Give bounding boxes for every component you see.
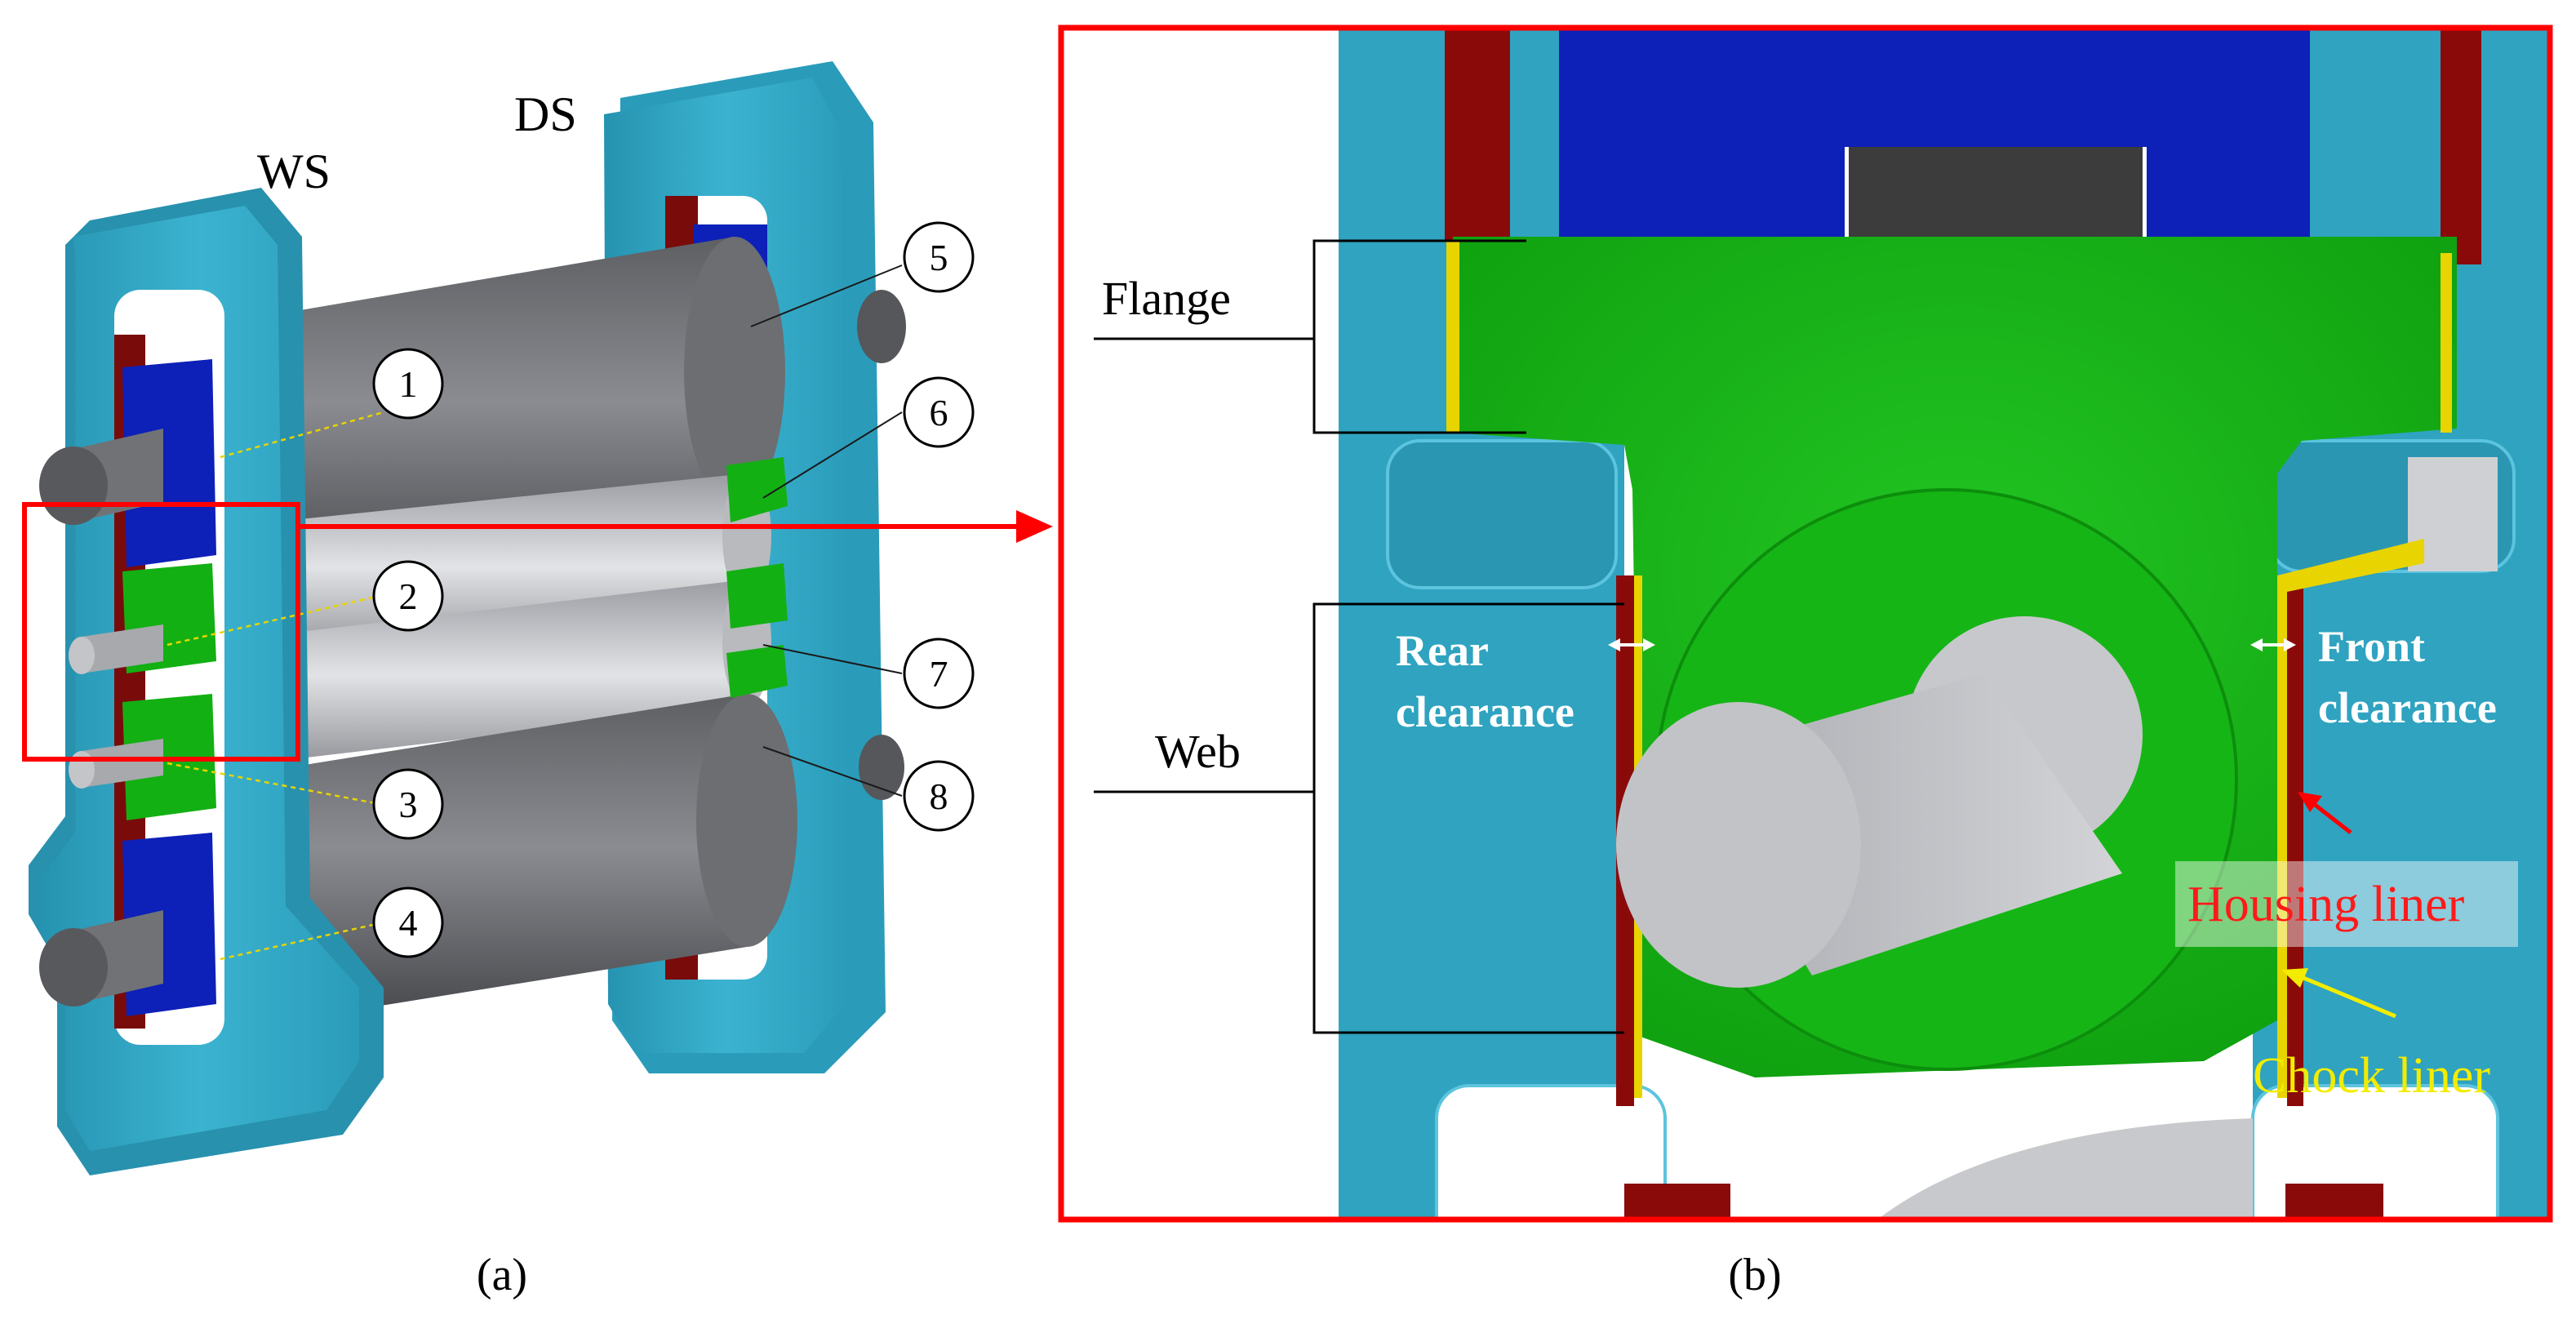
chock-liner-label: Chock liner xyxy=(2253,1048,2490,1104)
callout-5: 5 xyxy=(930,237,948,278)
roll-necks xyxy=(39,429,163,1006)
zoom-arrow xyxy=(298,510,1053,543)
callout-7: 7 xyxy=(930,653,948,695)
callout-4: 4 xyxy=(399,902,418,944)
callout-6: 6 xyxy=(930,392,948,433)
leader-lines xyxy=(167,411,384,961)
zoom-highlight-box xyxy=(22,502,300,762)
caption-a: (a) xyxy=(477,1250,527,1300)
callout-6-circle xyxy=(903,376,975,448)
front-clearance-label-line2: clearance xyxy=(2318,683,2497,732)
callouts: 1 2 3 4 5 6 7 8 xyxy=(372,221,975,958)
flange-bracket xyxy=(1094,239,1526,434)
housing-liner-label: Housing liner xyxy=(2187,877,2465,932)
flange-liners xyxy=(1446,241,2452,433)
callout-3-circle xyxy=(372,768,444,840)
chock-liner-arrow xyxy=(2281,968,2396,1019)
web-bracket xyxy=(1094,602,1624,1034)
upper-bearing-block xyxy=(1559,28,2310,253)
callout-5-circle xyxy=(903,221,975,293)
callout-3: 3 xyxy=(399,784,418,825)
housing-liner-label-bg xyxy=(2175,861,2518,947)
front-clearance-arrow xyxy=(2250,638,2296,651)
rear-clearance-label-line2: clearance xyxy=(1396,687,1574,736)
rear-clearance-label-line1: Rear xyxy=(1396,626,1489,675)
callout-4-circle xyxy=(372,886,444,958)
callout-8: 8 xyxy=(930,775,948,817)
web-label: Web xyxy=(1155,725,1241,778)
callout-1: 1 xyxy=(399,363,418,405)
roll-neck-shaft xyxy=(1616,616,2143,988)
flange-label: Flange xyxy=(1102,272,1231,325)
front-clearance-label-line1: Front xyxy=(2318,622,2425,671)
callout-8-circle xyxy=(903,760,975,832)
panel-a-mill-assembly: 1 2 3 4 5 6 7 8 WS DS (a) xyxy=(22,61,1053,1300)
callout-2: 2 xyxy=(399,575,418,617)
callout-1-circle xyxy=(372,348,444,420)
callout-2-circle xyxy=(372,560,444,632)
detail-frame xyxy=(1058,24,2553,1223)
housing-liner-arrow xyxy=(2298,792,2352,834)
leader-lines-ds xyxy=(750,264,903,797)
rear-clearance-arrow xyxy=(1608,638,1655,651)
ws-label: WS xyxy=(257,144,331,198)
panel-b-detail: Flange Web Rear clearance Front clearanc… xyxy=(1058,24,2553,1300)
caption-b: (b) xyxy=(1728,1250,1781,1300)
callout-7-circle xyxy=(903,638,975,709)
ds-label: DS xyxy=(514,87,577,141)
